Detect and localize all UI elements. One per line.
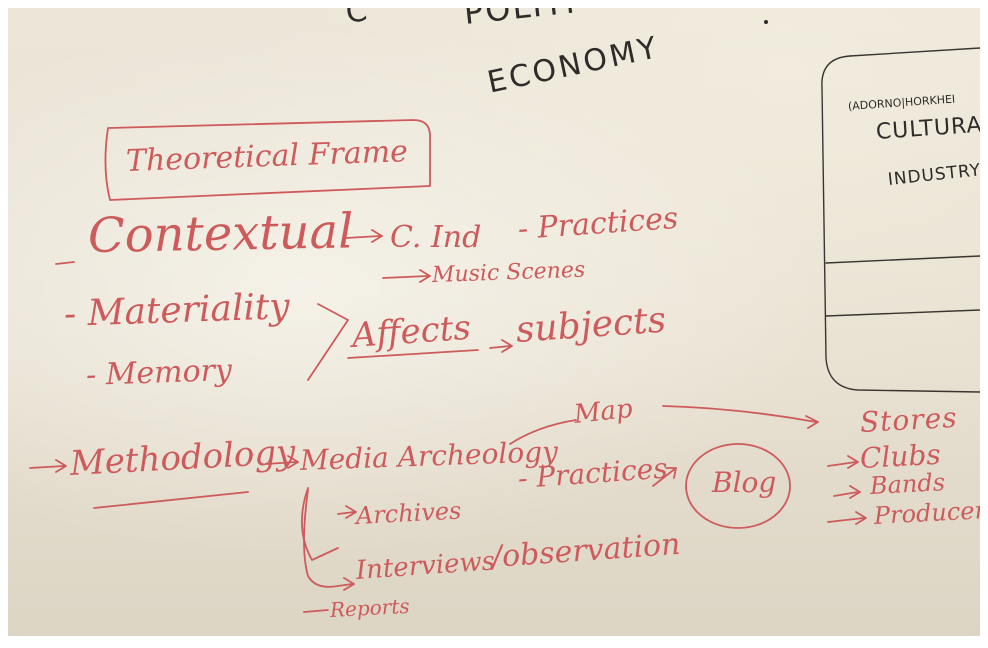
music-scenes-text: Music Scenes xyxy=(431,257,586,288)
materiality-text: - Materiality xyxy=(63,286,291,335)
archives-text: Archives xyxy=(355,496,463,530)
practices-theory-text: - Practices xyxy=(516,200,680,247)
observation-text: /observation xyxy=(490,526,682,575)
memory-text: - Memory xyxy=(85,352,233,393)
interviews-text: Interviews xyxy=(354,546,496,586)
places-item-bands: Bands xyxy=(869,468,946,500)
subjects-text: subjects xyxy=(514,299,668,351)
top-fragment: C xyxy=(343,8,370,31)
methodology-text: Methodology xyxy=(68,432,297,484)
map-text: Map xyxy=(572,393,635,430)
political-text: POLITI xyxy=(462,8,578,32)
c-ind-text: C. Ind xyxy=(390,220,482,255)
places-item-stores: Stores xyxy=(859,400,959,439)
blog-text: Blog xyxy=(712,466,777,499)
theoretical-frame-title: Theoretical Frame xyxy=(125,134,409,179)
cultural-text: CULTURAL xyxy=(875,111,980,145)
affects-text: Affects xyxy=(350,307,473,356)
economy-text: ECONOMY xyxy=(484,30,663,101)
contextual-text: Contextual xyxy=(87,203,354,264)
whiteboard: C POLITI ECONOMY (ADORNO|HORKHEI CULTURA… xyxy=(8,8,980,636)
places-item-producer: Producer xyxy=(873,496,980,530)
industry-text: INDUSTRY xyxy=(886,160,980,190)
reports-text: Reports xyxy=(329,593,411,622)
adorno-horkheimer-text: (ADORNO|HORKHEI xyxy=(847,92,956,113)
